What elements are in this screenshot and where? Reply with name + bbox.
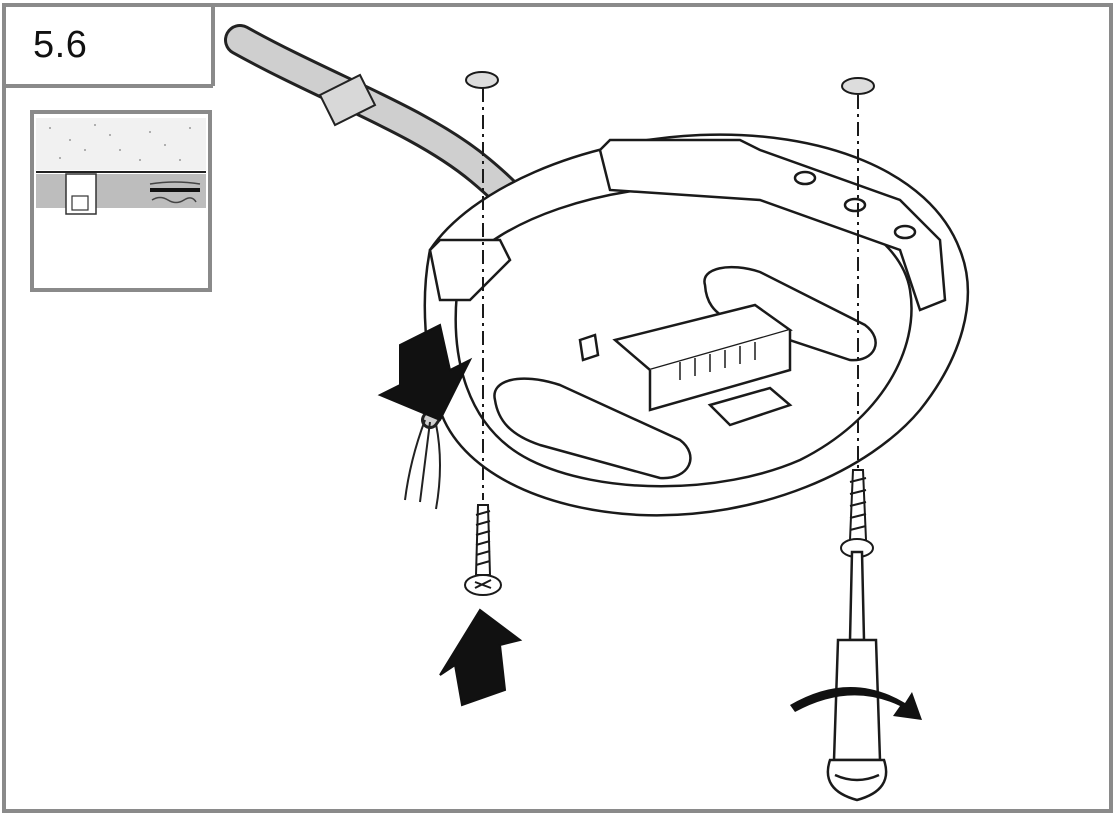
screw-left-icon <box>464 504 502 596</box>
push-arrow-down-icon <box>377 323 473 422</box>
washer-left-icon <box>465 71 499 89</box>
step-number-label: 5.6 <box>33 24 88 66</box>
push-arrow-up-icon <box>439 608 523 707</box>
rotate-arrow-icon <box>790 686 922 720</box>
screwdriver-icon <box>826 550 888 802</box>
detail-inset-icon <box>30 110 212 292</box>
alignment-lines <box>482 88 859 500</box>
screw-right-icon <box>840 469 874 558</box>
mounting-base-icon <box>423 133 970 517</box>
washer-right-icon <box>841 77 875 95</box>
